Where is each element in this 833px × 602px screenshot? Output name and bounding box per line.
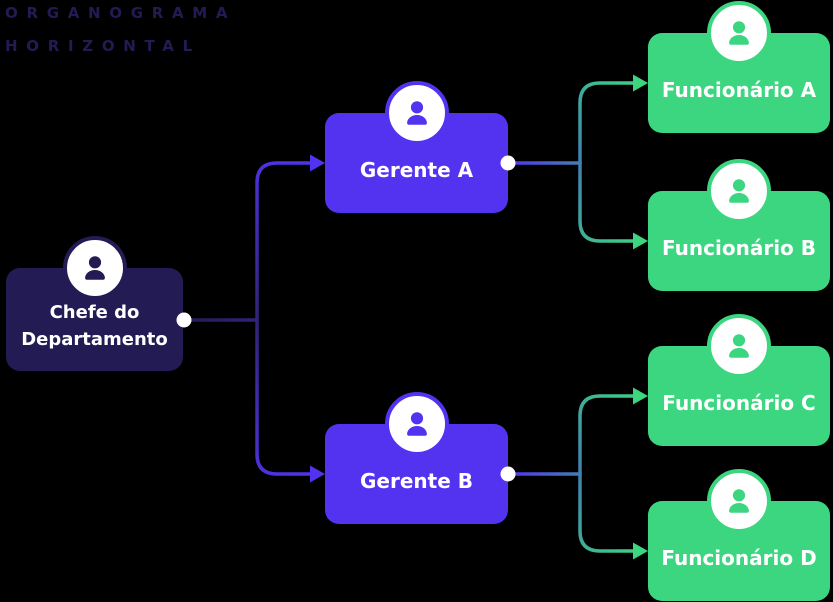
avatar: [707, 159, 771, 223]
arrowhead-icon: [310, 154, 325, 172]
node-funcionario-a: Funcionário A: [648, 1, 830, 133]
node-funcionario-b: Funcionário B: [648, 159, 830, 291]
title-line-2: HORIZONTAL: [5, 37, 201, 55]
avatar: [707, 314, 771, 378]
node-label: Funcionário C: [662, 391, 816, 415]
avatar: [707, 469, 771, 533]
person-icon: [406, 101, 427, 125]
page-title: ORGANOGRAMA HORIZONTAL: [5, 5, 236, 71]
arrowhead-icon: [633, 74, 648, 92]
arrowhead-icon: [633, 387, 648, 405]
node-label: Funcionário B: [662, 236, 816, 260]
node-label: Funcionário D: [661, 546, 817, 570]
avatar: [707, 1, 771, 65]
connector-gerente-b-to-funcionarios: [500, 387, 648, 560]
avatar: [62, 236, 127, 300]
person-icon: [729, 21, 749, 45]
node-label: Gerente B: [360, 469, 473, 493]
title-line-1: ORGANOGRAMA: [5, 4, 237, 22]
person-icon: [406, 412, 427, 436]
avatar: [384, 81, 449, 145]
person-icon: [729, 334, 749, 358]
connector-gerente-a-to-funcionarios: [500, 74, 648, 250]
node-label: Funcionário A: [661, 78, 817, 102]
node-gerente-a: Gerente A: [325, 81, 508, 213]
arrowhead-icon: [633, 232, 648, 250]
person-icon: [729, 179, 749, 203]
node-funcionario-d: Funcionário D: [648, 469, 830, 601]
node-label: Gerente A: [359, 158, 474, 182]
person-icon: [729, 489, 749, 513]
arrowhead-icon: [310, 465, 325, 483]
node-label: Chefe do Departamento: [21, 301, 168, 350]
node-chefe-do-departamento: Chefe do Departamento: [6, 236, 183, 371]
person-icon: [84, 256, 105, 280]
avatar: [384, 392, 449, 456]
connector-chefe-to-gerentes: [176, 154, 325, 483]
arrowhead-icon: [633, 542, 648, 560]
node-funcionario-c: Funcionário C: [648, 314, 830, 446]
node-gerente-b: Gerente B: [325, 392, 508, 524]
